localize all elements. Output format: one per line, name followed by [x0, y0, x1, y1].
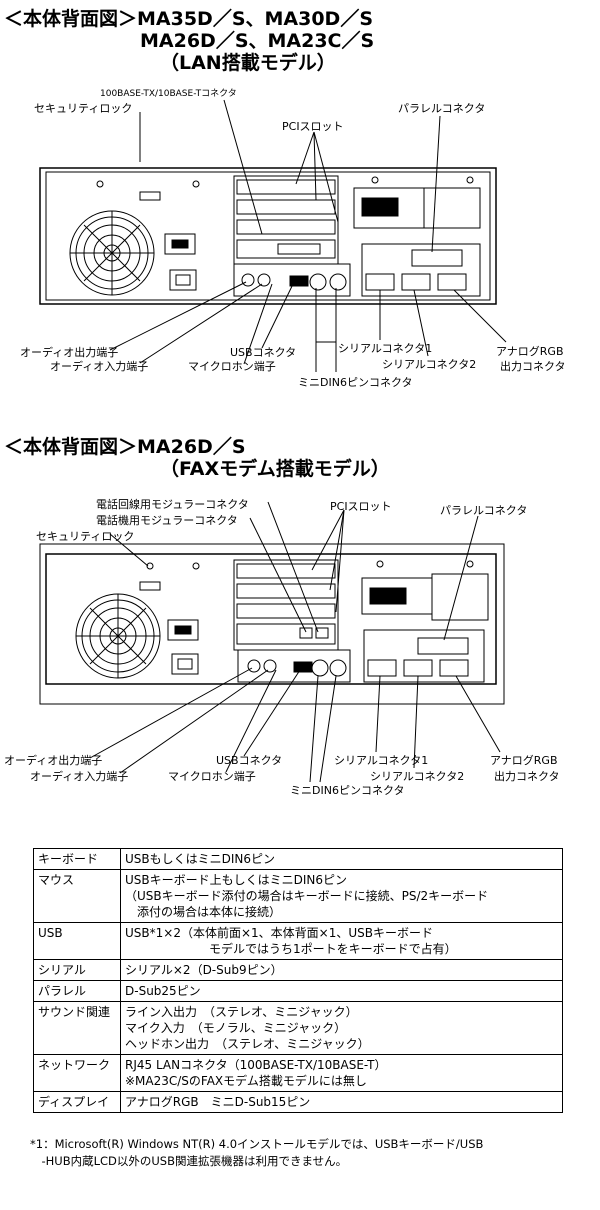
spec-row: ディスプレイアナログRGB ミニD-Sub15ピン [33, 1091, 563, 1113]
section1-title-line2: MA26D／S、MA23C／S [140, 30, 375, 52]
spec-key: サウンド関連 [33, 1001, 121, 1055]
spec-value: USB*1×2（本体前面×1、本体背面×1、USBキーボード モデルではうち1ポ… [120, 922, 563, 960]
spec-value-line: D-Sub25ピン [125, 984, 201, 998]
s1-label-serial2: シリアルコネクタ2 [382, 358, 477, 371]
s1-label-security-lock: セキュリティロック [34, 102, 133, 115]
spec-value-line: マイク入力 （モノラル、ミニジャック） [125, 1021, 347, 1035]
section2-title-line1: ＜本体背面図＞MA26D／S [4, 436, 246, 458]
spec-key: USB [33, 922, 121, 960]
s1-label-pci-slot: PCIスロット [282, 120, 344, 133]
s2-label-phone-device: 電話機用モジュラーコネクタ [96, 514, 238, 527]
spec-value: RJ45 LANコネクタ（100BASE-TX/10BASE-T） ※MA23C/… [120, 1054, 563, 1092]
spec-key: ネットワーク [33, 1054, 121, 1092]
spec-key: キーボード [33, 848, 121, 870]
s2-label-audio-in: オーディオ入力端子 [30, 770, 129, 783]
s2-label-pci-slot: PCIスロット [330, 500, 392, 513]
spec-value: USBもしくはミニDIN6ピン [120, 848, 563, 870]
section2-title-line2: （FAXモデム搭載モデル） [160, 458, 390, 480]
s2-label-rgb-line1: アナログRGB [490, 754, 558, 767]
s2-label-serial1: シリアルコネクタ1 [334, 754, 429, 767]
s1-label-audio-out: オーディオ出力端子 [20, 346, 119, 359]
spec-value-line: ライン入出力 （ステレオ、ミニジャック） [125, 1005, 358, 1019]
spec-key: マウス [33, 869, 121, 923]
spec-key: ディスプレイ [33, 1091, 121, 1113]
spec-row: ネットワーク RJ45 LANコネクタ（100BASE-TX/10BASE-T） ※… [33, 1054, 563, 1092]
s1-label-lan-connector: 100BASE-TX/10BASE-Tコネクタ [100, 89, 237, 99]
spec-value-line: 添付の場合は本体に接続） [125, 905, 282, 919]
s2-label-mic: マイクロホン端子 [168, 770, 256, 783]
spec-value-line: ヘッドホン出力 （ステレオ、ミニジャック） [125, 1037, 370, 1051]
spec-row: マウス USBキーボード上もしくはミニDIN6ピン （USBキーボード添付の場合はキ… [33, 869, 563, 923]
s2-label-parallel: パラレルコネクタ [440, 504, 528, 517]
s2-label-mini-din: ミニDIN6ピンコネクタ [290, 784, 405, 797]
spec-value: アナログRGB ミニD-Sub15ピン [120, 1091, 563, 1113]
footnote-line1: *1：Microsoft(R) Windows NT(R) 4.0インストールモ… [30, 1137, 484, 1151]
spec-row: サウンド関連ライン入出力 （ステレオ、ミニジャック） マイク入力 （モノラル、ミニ… [33, 1001, 563, 1055]
s2-label-serial2: シリアルコネクタ2 [370, 770, 465, 783]
s2-label-phone-line: 電話回線用モジュラーコネクタ [96, 498, 249, 511]
s1-label-serial1: シリアルコネクタ1 [338, 342, 433, 355]
spec-key: シリアル [33, 959, 121, 981]
spec-value-line: （USBキーボード添付の場合はキーボードに接続、PS/2キーボード [125, 889, 489, 903]
s1-label-rgb-line2: 出力コネクタ [500, 360, 566, 373]
spec-value-line: RJ45 LANコネクタ（100BASE-TX/10BASE-T） [125, 1058, 387, 1072]
footnote-line2: -HUB内蔵LCD以外のUSB関連拡張機器は利用できません。 [30, 1154, 348, 1168]
s1-back-panel-diagram [39, 99, 507, 372]
section1-title-line3: （LAN搭載モデル） [160, 52, 336, 74]
spec-row: キーボード USBもしくはミニDIN6ピン [33, 848, 563, 870]
spec-row: パラレル D-Sub25ピン [33, 980, 563, 1002]
spec-value-line: ※MA23C/SのFAXモデム搭載モデルには無し [125, 1074, 367, 1088]
s1-label-audio-in: オーディオ入力端子 [50, 360, 149, 373]
spec-value-line: USBもしくはミニDIN6ピン [125, 852, 276, 866]
spec-row: シリアルシリアル×2（D-Sub9ピン） [33, 959, 563, 981]
s2-back-panel-diagram [39, 501, 505, 783]
s1-label-mic: マイクロホン端子 [188, 360, 276, 373]
s2-label-usb: USBコネクタ [216, 754, 283, 767]
s2-label-rgb-line2: 出力コネクタ [494, 770, 560, 783]
s1-label-parallel: パラレルコネクタ [398, 102, 486, 115]
section1-title-line1: ＜本体背面図＞MA35D／S、MA30D／S [4, 8, 374, 30]
s2-label-audio-out: オーディオ出力端子 [4, 754, 103, 767]
spec-value-line: USBキーボード上もしくはミニDIN6ピン [125, 873, 348, 887]
s1-label-rgb-line1: アナログRGB [496, 345, 564, 358]
s1-label-mini-din: ミニDIN6ピンコネクタ [298, 376, 413, 389]
spec-value: USBキーボード上もしくはミニDIN6ピン （USBキーボード添付の場合はキーボー… [120, 869, 563, 923]
spec-value-line: アナログRGB ミニD-Sub15ピン [125, 1095, 311, 1109]
spec-key: パラレル [33, 980, 121, 1002]
spec-value: D-Sub25ピン [120, 980, 563, 1002]
spec-value: ライン入出力 （ステレオ、ミニジャック） マイク入力 （モノラル、ミニジャック） ヘ… [120, 1001, 563, 1055]
spec-value-line: モデルではうち1ポートをキーボードで占有） [125, 942, 457, 956]
spec-value-line: USB*1×2（本体前面×1、本体背面×1、USBキーボード [125, 926, 433, 940]
s2-label-security-lock: セキュリティロック [36, 530, 135, 543]
spec-value-line: シリアル×2（D-Sub9ピン） [125, 963, 283, 977]
spec-value: シリアル×2（D-Sub9ピン） [120, 959, 563, 981]
